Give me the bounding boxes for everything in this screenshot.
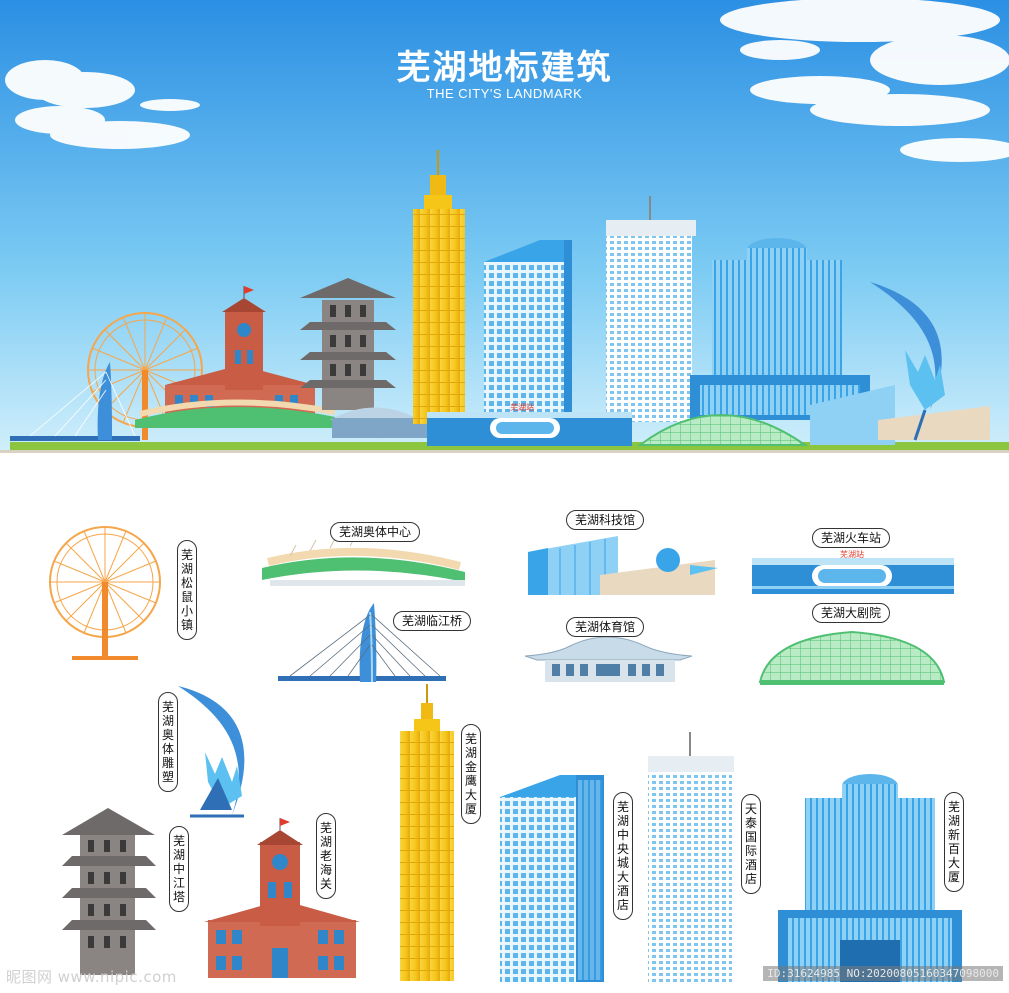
label-linjiang-bridge: 芜湖临江桥 [393,611,472,631]
tiantai-hotel-icon [648,732,734,982]
label-old-customs: 芜湖老海关 [316,813,336,899]
xinbai-building-icon [778,774,962,982]
label-train-station: 芜湖火车站 [812,528,891,548]
ferris-wheel-icon [49,526,161,660]
grand-theater-icon [758,630,946,685]
olympic-sculpture-icon [178,686,245,818]
skyline-sculpture [870,282,945,441]
label-xinbai-building: 芜湖新百大厦 [944,792,964,892]
label-olympic-center: 芜湖奥体中心 [330,522,421,542]
skyline-gymnasium [330,407,427,438]
gymnasium-icon [524,636,693,682]
skyline-jinying-tower [413,150,465,424]
skyline-central-hotel [484,240,572,417]
page-title: 芜湖地标建筑 [396,48,613,88]
skyline-tiantai-hotel [606,196,696,422]
linjiang-bridge-icon [278,603,446,683]
label-jinying-tower: 芜湖金鹰大厦 [461,724,481,824]
label-tiantai-hotel: 天泰国际酒店 [741,794,761,894]
label-grand-theater: 芜湖大剧院 [812,603,891,623]
old-customs-icon [204,818,360,978]
clouds [5,0,1009,162]
science-museum-icon [528,536,718,595]
label-gymnasium: 芜湖体育馆 [566,617,645,637]
skyline-station-sign: 芜湖站 [510,402,534,412]
label-zhongjiang-pagoda: 芜湖中江塔 [169,826,189,912]
station-sign: 芜湖站 [840,549,864,559]
label-central-city-hotel: 芜湖中央城大酒店 [613,792,633,920]
page-subtitle: THE CITY'S LANDMARK [426,86,583,101]
label-olympic-sculpture: 芜湖奥体雕塑 [158,692,178,792]
skyline-science-museum [810,385,990,445]
skyline-pagoda [300,278,396,410]
skyline-grand-theater [636,414,809,446]
skyline-train-station: 芜湖站 [427,402,632,446]
watermark-right: ID:31624985 NO:20200805160347098000 [763,966,1003,981]
label-songshu: 芜湖松鼠小镇 [177,540,197,640]
central-city-hotel-icon [500,775,604,982]
jinying-tower-icon [400,684,454,981]
skyline-olympic-center [135,399,340,428]
skyline-bridge [10,362,140,441]
label-science-museum: 芜湖科技馆 [566,510,645,530]
skyline-xinbai-building [690,238,870,420]
olympic-center-icon [262,534,465,586]
watermark-left: 昵图网 www.nipic.com [6,968,177,986]
train-station-icon: 芜湖站 [752,549,954,594]
zhongjiang-pagoda-icon [62,808,156,975]
